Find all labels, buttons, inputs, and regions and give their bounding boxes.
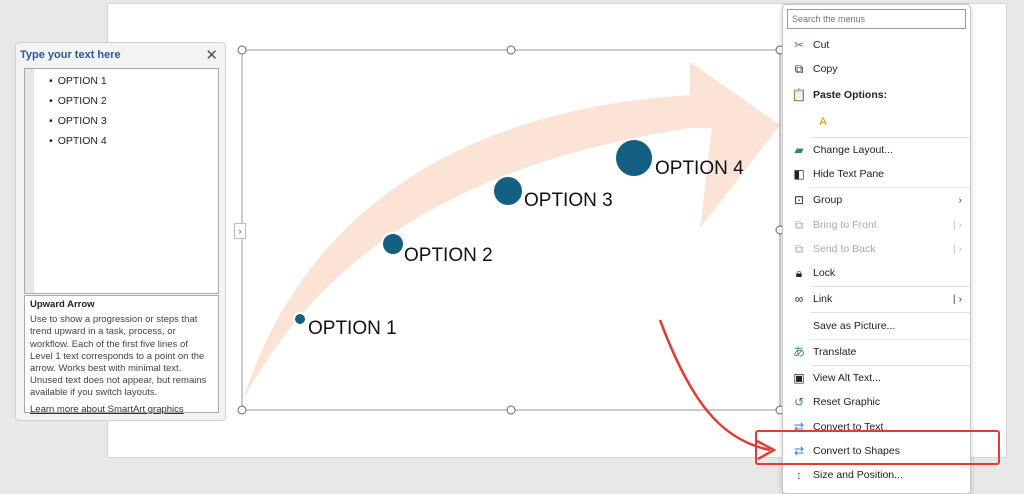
text-pane-title: Type your text here — [20, 49, 121, 61]
chevron-right-icon: | › — [952, 293, 962, 305]
convert-text-icon: ⇄ — [793, 420, 805, 434]
copy-icon: ⧉ — [794, 62, 804, 76]
menu-item-change-layout[interactable]: ▰Change Layout... — [783, 139, 970, 161]
layout-description: Upward Arrow Use to show a progression o… — [24, 295, 219, 415]
bring-front-icon: ⧉ — [794, 218, 804, 232]
scissors-icon: ✂ — [793, 38, 805, 52]
text-pane-editor[interactable]: OPTION 1 OPTION 2 OPTION 3 OPTION 4 — [24, 68, 219, 294]
menu-item-group[interactable]: ⊡Group› — [783, 189, 970, 211]
paste-icon: 📋 — [791, 88, 807, 102]
chevron-right-icon: | › — [952, 219, 962, 231]
context-menu: ✂Cut ⧉Copy 📋Paste Options: A ▰Change Lay… — [782, 4, 971, 494]
highlight-box — [755, 430, 1000, 465]
menu-item-convert-to-shapes[interactable]: ⇄Convert to Shapes — [783, 440, 970, 462]
menu-item-lock[interactable]: 🔒︎Lock — [783, 262, 970, 284]
menu-item-view-alt-text[interactable]: ▣View Alt Text... — [783, 367, 970, 389]
editor-margin — [25, 69, 34, 293]
expand-text-pane-button[interactable]: › — [234, 223, 246, 239]
upward-arrow-shape — [243, 62, 780, 400]
close-icon[interactable]: ✕ — [205, 47, 218, 64]
menu-separator — [811, 339, 970, 340]
convert-shapes-icon: ⇄ — [793, 444, 805, 458]
paste-text-only-icon: A — [819, 116, 827, 128]
reset-graphic-icon: ↺ — [793, 395, 805, 409]
menu-separator — [811, 286, 970, 287]
chevron-right-icon: | › — [952, 243, 962, 255]
menu-item-copy[interactable]: ⧉Copy — [783, 58, 970, 80]
lock-icon: 🔒︎ — [795, 266, 803, 280]
chevron-right-icon: › — [958, 194, 963, 206]
link-icon: ∞ — [794, 292, 804, 306]
point-dot-2 — [381, 232, 405, 256]
point-dot-1 — [293, 312, 307, 326]
list-item[interactable]: OPTION 4 — [49, 134, 107, 154]
point-label-3[interactable]: OPTION 3 — [524, 190, 613, 211]
menu-item-size-and-position[interactable]: ↕Size and Position... — [783, 464, 970, 486]
alt-text-icon: ▣ — [793, 371, 805, 385]
menu-item-link[interactable]: ∞Link| › — [783, 288, 970, 310]
translate-icon: あ — [792, 345, 805, 359]
menu-item-send-to-back[interactable]: ⧉Send to Back| › — [783, 238, 970, 260]
size-position-icon: ↕ — [796, 468, 802, 482]
learn-more-link[interactable]: Learn more about SmartArt graphics — [30, 403, 184, 415]
point-label-4[interactable]: OPTION 4 — [655, 158, 744, 179]
paste-keep-text-button[interactable]: A — [783, 111, 826, 133]
point-label-1[interactable]: OPTION 1 — [308, 318, 397, 339]
search-menus-input[interactable] — [787, 9, 966, 29]
point-label-2[interactable]: OPTION 2 — [404, 245, 493, 266]
menu-item-paste-options: 📋Paste Options: — [783, 84, 970, 106]
list-item[interactable]: OPTION 3 — [49, 114, 107, 134]
layout-name: Upward Arrow — [30, 299, 95, 310]
send-back-icon: ⧉ — [794, 242, 804, 256]
point-dot-4 — [614, 138, 654, 178]
text-pane: Type your text here ✕ OPTION 1 OPTION 2 … — [15, 42, 226, 421]
menu-item-save-as-picture[interactable]: Save as Picture... — [813, 320, 896, 332]
menu-item-cut[interactable]: ✂Cut — [783, 34, 970, 56]
list-item[interactable]: OPTION 2 — [49, 94, 107, 114]
menu-separator — [811, 187, 970, 188]
list-item[interactable]: OPTION 1 — [49, 74, 107, 94]
point-dot-3 — [492, 175, 524, 207]
group-icon: ⊡ — [793, 193, 805, 207]
text-pane-icon: ◧ — [793, 167, 805, 181]
menu-item-reset-graphic[interactable]: ↺Reset Graphic — [783, 391, 970, 413]
change-layout-icon: ▰ — [794, 143, 804, 157]
menu-separator — [811, 365, 970, 366]
menu-item-hide-text-pane[interactable]: ◧Hide Text Pane — [783, 163, 970, 185]
layout-description-text: Use to show a progression or steps that … — [30, 314, 207, 399]
menu-separator — [811, 137, 970, 138]
menu-item-bring-to-front[interactable]: ⧉Bring to Front| › — [783, 214, 970, 236]
menu-separator — [811, 312, 970, 313]
